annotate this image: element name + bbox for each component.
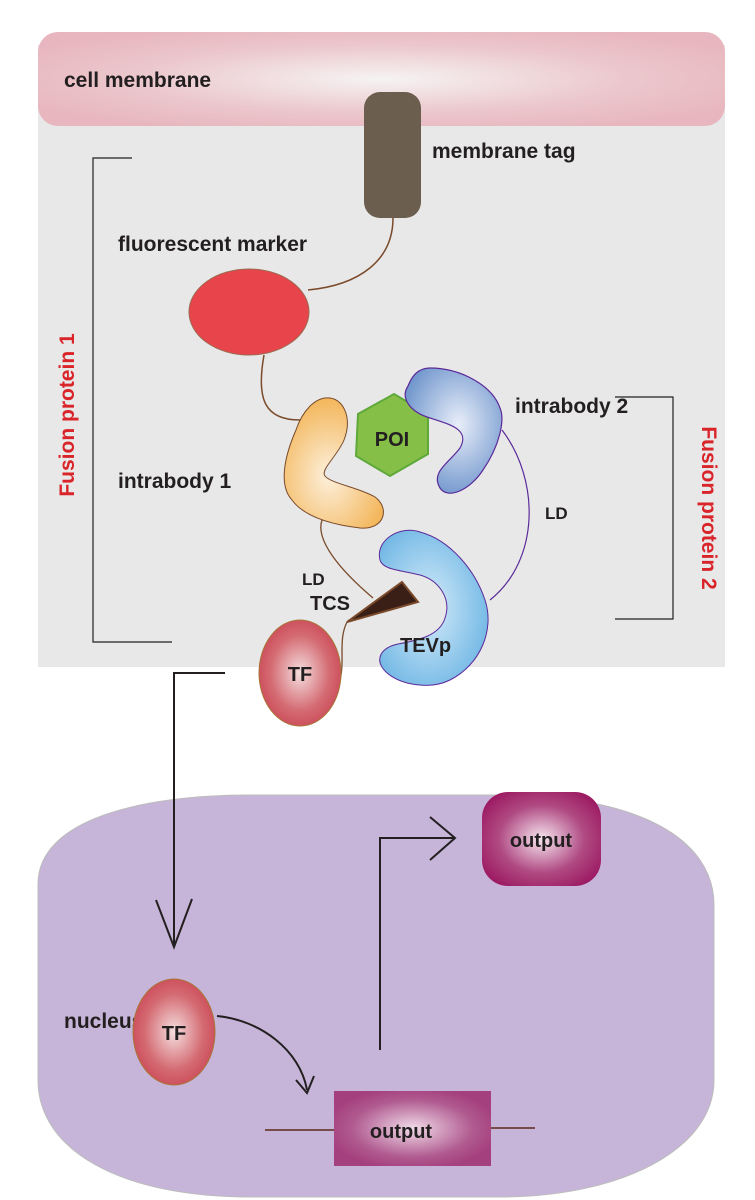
fusion-protein-1-label: Fusion protein 1 [56, 333, 79, 497]
linker-tag-marker [307, 217, 394, 291]
tcs-label: TCS [310, 593, 350, 615]
activation-arrow-head [295, 1075, 315, 1095]
fluorescent-marker-label: fluorescent marker [118, 233, 307, 256]
membrane-tag [364, 92, 421, 218]
linker-intrabody2-tevp [489, 429, 530, 601]
tcs-cleavage-site [346, 580, 420, 623]
tevp [378, 529, 489, 686]
fusion-protein-1-bracket [92, 157, 172, 643]
tf-cytoplasm [258, 619, 342, 727]
cell-membrane-label: cell membrane [64, 69, 211, 92]
membrane-tag-label: membrane tag [432, 140, 576, 163]
nucleus-label: nucleus [64, 1010, 143, 1033]
tf-nucleus [132, 978, 216, 1086]
output-gene-label: output [370, 1121, 433, 1143]
linker-intrabody1-tcs [320, 519, 374, 599]
linker-marker-intrabody1 [260, 354, 301, 421]
output-gene [334, 1091, 491, 1166]
nucleus [37, 794, 715, 1198]
fluorescent-marker [188, 268, 310, 356]
tf-cytoplasm-label: TF [288, 664, 312, 686]
expression-arrow-head [429, 816, 457, 861]
tf-nucleus-label: TF [162, 1023, 186, 1045]
translocation-arrow [173, 672, 225, 947]
intrabody-2-label: intrabody 2 [515, 395, 628, 418]
cell-membrane [38, 32, 725, 126]
activation-arrow [216, 1015, 308, 1091]
translocation-arrow-head [155, 898, 193, 950]
fusion-protein-2-label: Fusion protein 2 [697, 426, 720, 589]
poi-label: POI [375, 429, 409, 451]
intrabody-1 [283, 397, 384, 529]
intrabody-1-label: intrabody 1 [118, 470, 232, 493]
ld-label-1: LD [302, 570, 325, 589]
expression-arrow [379, 837, 455, 1050]
ld-label-2: LD [545, 504, 568, 523]
output-protein-label: output [510, 830, 573, 852]
fusion-protein-2-bracket [615, 396, 674, 620]
tevp-label: TEVp [400, 635, 451, 657]
intrabody-2 [404, 367, 503, 494]
output-protein [482, 792, 601, 886]
